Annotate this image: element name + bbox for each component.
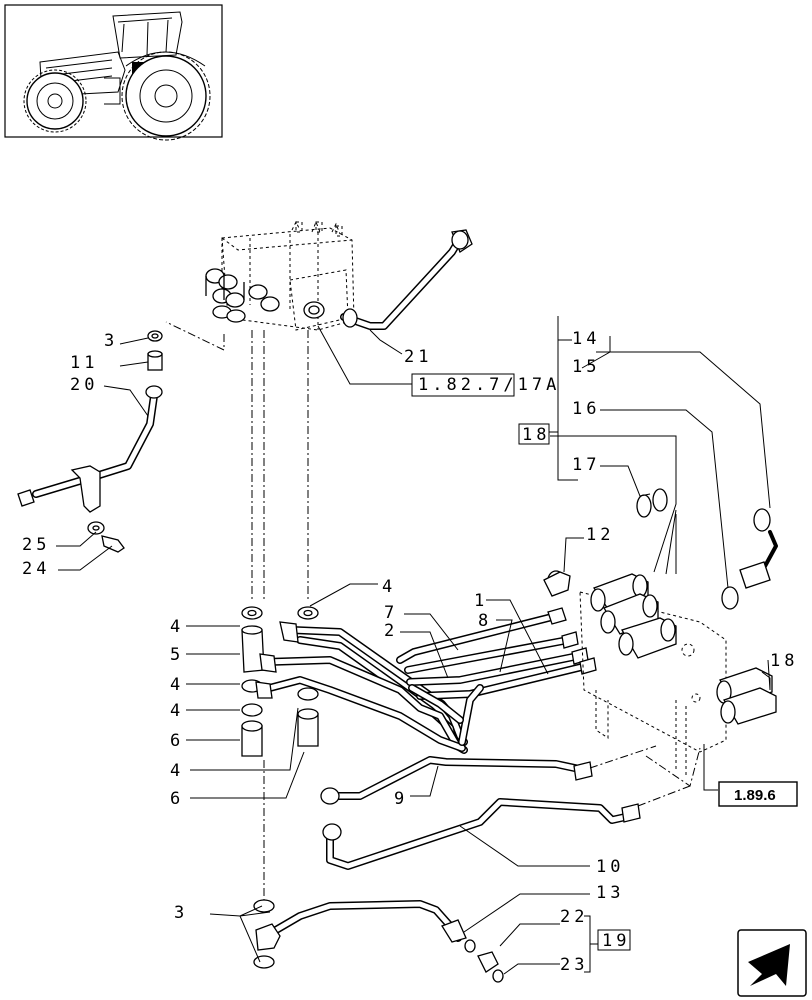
callout-9: 9 — [394, 789, 408, 809]
callout-13: 13 — [596, 883, 624, 903]
callout-4-d: 4 — [170, 761, 184, 781]
callout-7: 7 — [384, 603, 398, 623]
callout-25: 25 — [22, 535, 50, 555]
callout-19-boxed: 19 — [597, 929, 631, 951]
callout-2: 2 — [384, 621, 398, 641]
callout-4-c: 4 — [170, 701, 184, 721]
cross-reference-main-text: 1.82.7/17A — [418, 375, 560, 395]
leader-lines — [56, 316, 771, 975]
dust-plug-12 — [543, 570, 571, 597]
callout-6-b: 6 — [170, 789, 184, 809]
pipe-9 — [320, 756, 593, 805]
callout-21: 21 — [404, 347, 432, 367]
callout-11: 11 — [70, 353, 98, 373]
control-valve-assembly — [205, 220, 355, 331]
callout-22: 22 — [560, 907, 588, 927]
callout-3-top: 3 — [104, 331, 118, 351]
callout-labels: 3 11 20 25 24 4 5 4 4 6 4 6 4 7 2 8 1 9 … — [22, 329, 798, 975]
callout-20: 20 — [70, 375, 98, 395]
callout-15: 15 — [572, 357, 600, 377]
dust-cap-15 — [739, 508, 778, 589]
callout-10: 10 — [596, 857, 624, 877]
callout-23: 23 — [560, 955, 588, 975]
callout-17: 17 — [572, 455, 600, 475]
callout-4-b: 4 — [170, 675, 184, 695]
quick-couplers-lower — [716, 667, 777, 725]
quick-couplers-upper — [590, 573, 677, 659]
pipe-10 — [322, 798, 641, 870]
next-page-arrow-icon[interactable] — [737, 929, 807, 997]
pipe-20-assembly — [17, 321, 225, 553]
callout-14: 14 — [572, 329, 600, 349]
pipe-21 — [340, 229, 473, 330]
seal-ring-16 — [721, 586, 739, 610]
callout-18-boxed: 18 — [518, 423, 550, 445]
callout-12: 12 — [586, 525, 614, 545]
callout-3-bottom: 3 — [174, 903, 188, 923]
callout-1: 1 — [474, 591, 488, 611]
pipe-bundle — [255, 607, 597, 754]
fitting-stack-right — [297, 606, 319, 747]
cross-reference-side-text: 1.89.6 — [734, 787, 776, 804]
pipe-13 — [253, 899, 467, 969]
callout-18-lower: 18 — [770, 651, 798, 671]
fitting-stack-left — [241, 606, 265, 757]
cross-reference-side[interactable]: 1.89.6 — [718, 781, 798, 807]
callout-24: 24 — [22, 559, 50, 579]
cross-reference-main[interactable]: 1.82.7/17A — [411, 373, 560, 397]
quick-coupler-plate — [579, 591, 727, 776]
callout-4-e: 4 — [382, 577, 396, 597]
callout-6-a: 6 — [170, 731, 184, 751]
callout-19: 19 — [602, 931, 630, 951]
callout-5: 5 — [170, 645, 184, 665]
tractor-thumbnail — [4, 4, 223, 141]
adapter-19 — [464, 939, 504, 983]
callout-18-upper: 18 — [522, 425, 550, 445]
callout-4-a: 4 — [170, 617, 184, 637]
callout-16: 16 — [572, 399, 600, 419]
seal-ring-17 — [636, 488, 668, 518]
valve-front-ports — [205, 268, 280, 323]
callout-8: 8 — [478, 611, 492, 631]
